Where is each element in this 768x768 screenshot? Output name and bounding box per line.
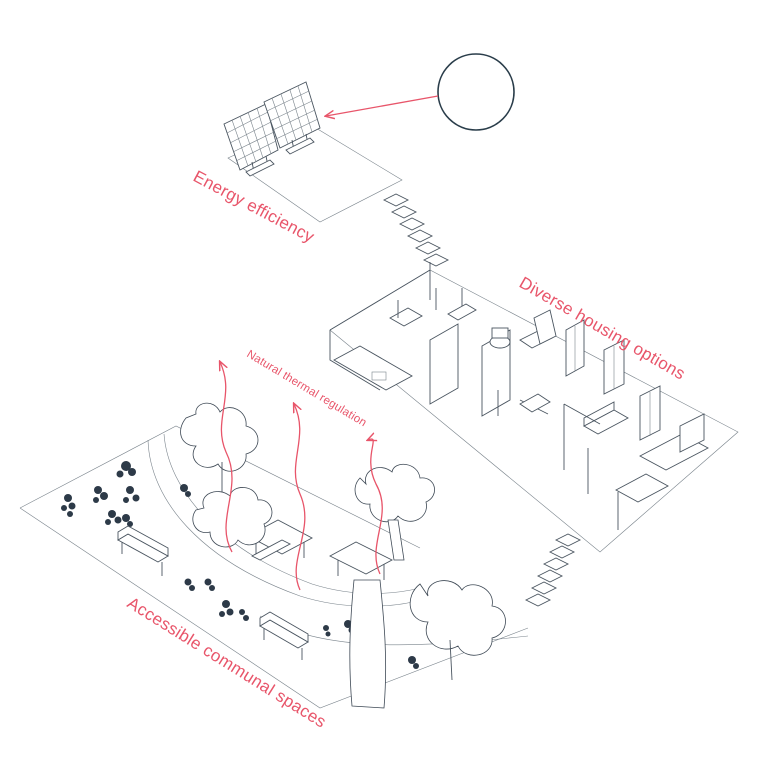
thermal-flow-arrow <box>294 404 306 591</box>
bed-icon <box>639 413 709 471</box>
door-icon <box>565 319 585 377</box>
sink-icon <box>389 300 423 327</box>
tree-icon <box>409 580 506 681</box>
picnic-table-icon <box>329 541 393 580</box>
sofa-icon <box>583 401 629 435</box>
shrub-icon <box>123 486 140 503</box>
housing-unit <box>329 262 739 553</box>
steps-upper <box>382 193 450 267</box>
shrub-icon <box>184 578 195 591</box>
shrub-icon <box>93 486 108 503</box>
shrub-icon <box>105 510 122 525</box>
thermal-flow-arrow <box>220 362 233 553</box>
shrub-icon <box>408 656 419 669</box>
shrub-icon <box>219 600 234 617</box>
tree-icon <box>192 487 273 548</box>
shrub-icon <box>239 609 249 621</box>
shrub-icon <box>204 578 215 591</box>
sun-circle-icon <box>437 53 515 131</box>
sun-ray-arrow <box>326 95 439 116</box>
wardrobe-icon <box>639 385 661 441</box>
door-icon <box>603 339 625 395</box>
bench-icon <box>117 525 169 576</box>
solar-panel-icon <box>263 81 321 155</box>
bench-icon <box>259 611 309 660</box>
tree-icon <box>354 464 435 561</box>
solar-panel-icon <box>223 103 279 177</box>
shrub-icon <box>122 514 133 527</box>
shrub-icon <box>116 461 136 478</box>
shrub-icon <box>61 494 76 517</box>
shrub-icon <box>180 484 191 497</box>
park-area <box>19 362 529 709</box>
label-accessible-communal: Accessible communal spaces <box>124 593 330 731</box>
steps-lower <box>524 533 582 607</box>
shrub-icon <box>323 625 331 637</box>
toilet-icon <box>489 327 511 349</box>
thermal-flow-arrow <box>368 439 383 575</box>
label-energy-efficiency: Energy efficiency <box>190 167 318 247</box>
solar-platform <box>223 81 403 223</box>
tree-icon <box>349 579 387 709</box>
